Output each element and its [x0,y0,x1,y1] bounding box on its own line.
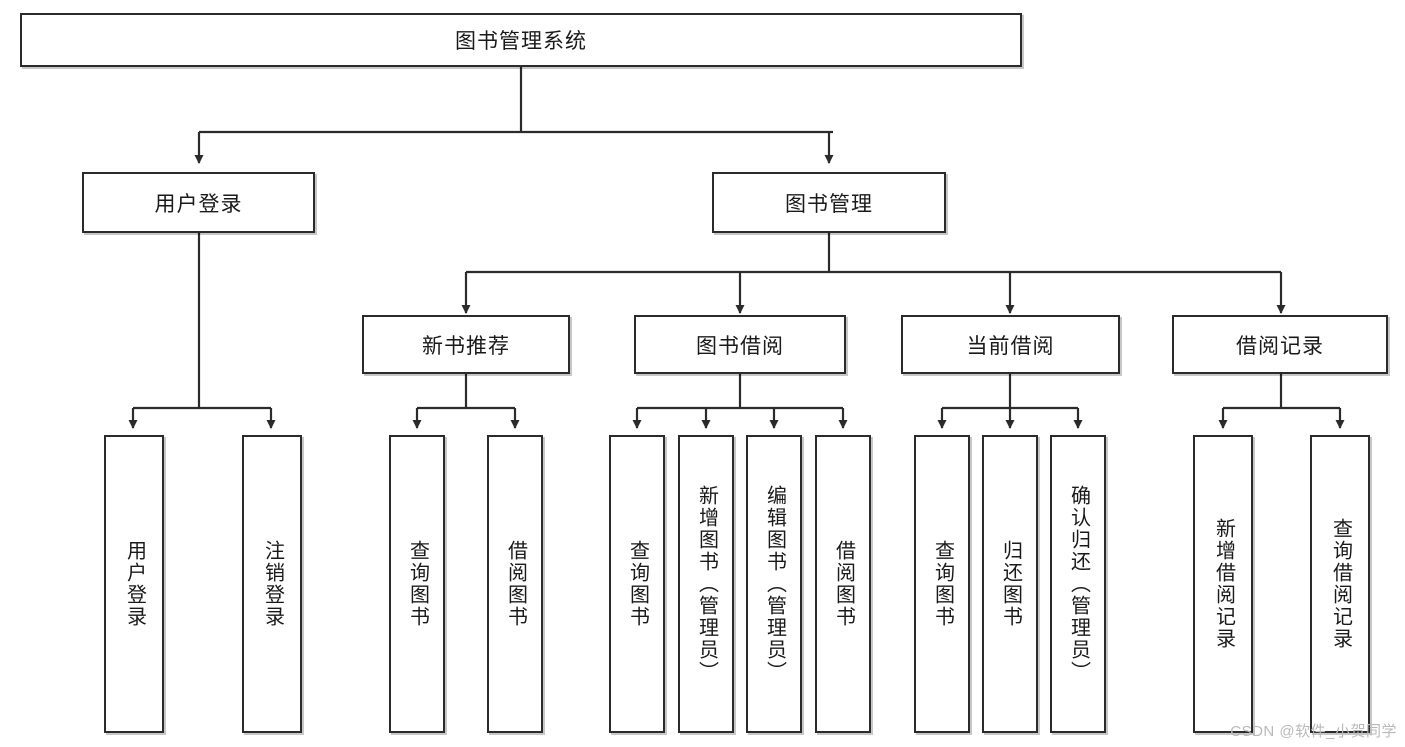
node-label: 查询图书 [406,540,429,628]
node-label: 查询图书 [931,540,954,628]
node-label: 用户登录 [154,192,243,216]
node-borrow-records[interactable]: 借阅记录 [1172,315,1388,374]
node-label: 新增图书（管理员） [695,485,718,683]
node-label: 当前借阅 [966,334,1055,358]
node-current-borrowing[interactable]: 当前借阅 [901,315,1120,374]
watermark-text: CSDN @软件_小贺同学 [1230,723,1397,740]
node-user-login[interactable]: 用户登录 [82,172,315,233]
node-new-book-recommendation[interactable]: 新书推荐 [362,315,570,374]
node-label: 注销登录 [261,540,284,628]
leaf-new-book-borrow-books[interactable]: 借阅图书 [487,435,543,733]
node-label: 新增借阅记录 [1212,518,1235,650]
node-label: 图书管理 [785,192,873,216]
leaf-borrow-borrow-books[interactable]: 借阅图书 [815,435,871,733]
leaf-record-query-borrow-record[interactable]: 查询借阅记录 [1310,435,1370,733]
node-label: 查询图书 [626,540,649,628]
node-book-borrowing[interactable]: 图书借阅 [634,315,846,374]
node-label: 新书推荐 [422,334,510,358]
leaf-new-book-query-books[interactable]: 查询图书 [389,435,445,733]
node-label: 借阅图书 [832,540,855,628]
leaf-current-query-books[interactable]: 查询图书 [914,435,970,733]
node-root-book-management-system[interactable]: 图书管理系统 [20,13,1022,67]
leaf-record-add-borrow-record[interactable]: 新增借阅记录 [1193,435,1253,733]
leaf-user-login-login[interactable]: 用户登录 [104,435,164,733]
leaf-current-return-books[interactable]: 归还图书 [982,435,1038,733]
node-label: 借阅图书 [504,540,527,628]
node-label: 用户登录 [123,540,146,628]
leaf-user-login-logout[interactable]: 注销登录 [242,435,302,733]
node-label: 图书管理系统 [455,30,587,53]
node-label: 归还图书 [999,540,1022,628]
leaf-borrow-query-books[interactable]: 查询图书 [609,435,665,733]
leaf-borrow-add-book-admin[interactable]: 新增图书（管理员） [678,435,734,733]
leaf-borrow-edit-book-admin[interactable]: 编辑图书（管理员） [746,435,802,733]
node-book-management[interactable]: 图书管理 [712,172,946,233]
node-label: 图书借阅 [696,334,784,358]
leaf-current-confirm-return-admin[interactable]: 确认归还（管理员） [1050,435,1106,733]
node-label: 借阅记录 [1236,334,1324,358]
node-label: 确认归还（管理员） [1067,485,1090,683]
node-label: 编辑图书（管理员） [763,485,786,683]
node-label: 查询借阅记录 [1329,518,1352,650]
